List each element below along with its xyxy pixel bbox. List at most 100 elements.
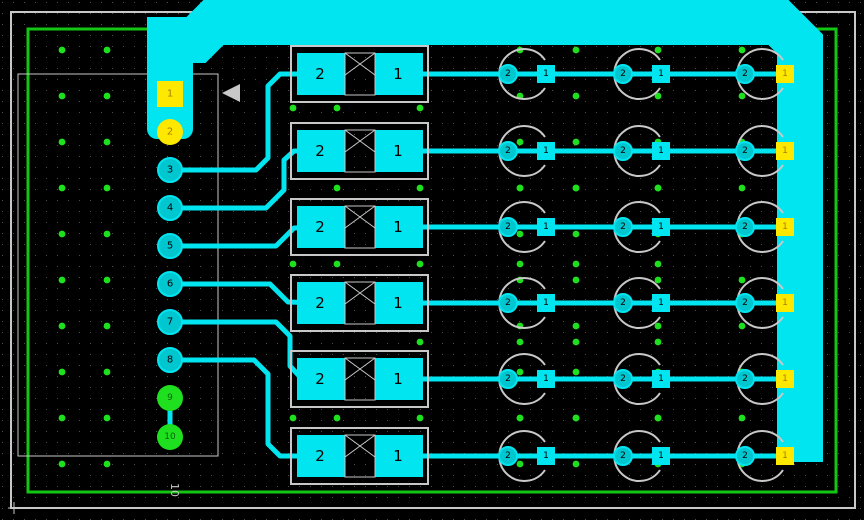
via [654,92,662,100]
via [572,92,580,100]
via [738,276,746,284]
connector-pin-2[interactable]: 2 [157,119,183,145]
led-pad-anode [498,369,518,389]
via [103,460,111,468]
via [654,276,662,284]
led-pad-cathode [537,370,555,388]
led-anode-label: 2 [505,146,511,156]
pin-pad [157,309,183,335]
pin-pad [157,157,183,183]
via [572,460,580,468]
connector-designator: 10 [168,483,181,497]
trace-pin8 [167,357,323,459]
via [103,322,111,330]
led-pad-cathode [537,218,555,236]
pin-label: 4 [167,203,173,214]
connector-pin-6[interactable]: 6 [157,271,183,297]
led-cathode-label: 1 [543,222,549,232]
led-anode-label: 2 [620,298,626,308]
pin-pad [157,271,183,297]
via [516,260,524,268]
led-cathode-label: 1 [658,298,664,308]
diode-body-line [344,281,376,305]
via [572,138,580,146]
connector-pin-3[interactable]: 3 [157,157,183,183]
via [572,184,580,192]
led-cathode-label: 1 [782,374,788,384]
diode-silkscreen [290,45,429,103]
led-cathode-label: 1 [782,69,788,79]
led-cathode-label: 1 [782,222,788,232]
via [289,104,297,112]
via [333,260,341,268]
diode-cathode-label: 1 [393,294,403,312]
connector-j10[interactable]: 1 2 3 4 5 6 7 8 9 10 [157,81,183,450]
via [103,184,111,192]
pin1-marker-icon [222,84,240,102]
diode-cathode-label: 1 [393,65,403,83]
led-pad-anode [735,64,755,84]
via [416,338,424,346]
led-pad-cathode [652,294,670,312]
connector-silkscreen [17,73,219,457]
led-pad-anode [613,64,633,84]
via [516,338,524,346]
via [654,338,662,346]
pin-label: 6 [167,279,173,290]
connector-pin-4[interactable]: 4 [157,195,183,221]
via [103,230,111,238]
via [572,338,580,346]
connector-pin-7[interactable]: 7 [157,309,183,335]
led-pad-cathode [776,370,794,388]
via [516,414,524,422]
pin-label: 3 [167,165,173,176]
diode-pad-anode [297,53,345,95]
via-layer [58,46,746,468]
connector-pin-1[interactable]: 1 [157,81,183,107]
led-anode-label: 2 [620,146,626,156]
diode-body [344,357,376,401]
via [654,46,662,54]
led-pad-anode [498,141,518,161]
via [58,184,66,192]
diode-pad-anode [297,358,345,400]
via [58,230,66,238]
connector-pin-10[interactable]: 10 [157,424,183,450]
diode-body-line [344,205,376,229]
connector-pin-5[interactable]: 5 [157,233,183,259]
connector-pin-9[interactable]: 9 [157,385,183,411]
trace-pin3 [167,71,323,173]
led-cathode-label: 1 [543,69,549,79]
led-cathode-label: 1 [782,451,788,461]
diode-silkscreen [290,198,429,256]
pin-pad [157,385,183,411]
connector-pin-8[interactable]: 8 [157,347,183,373]
led-pad-cathode [652,65,670,83]
led-anode-label: 2 [505,69,511,79]
